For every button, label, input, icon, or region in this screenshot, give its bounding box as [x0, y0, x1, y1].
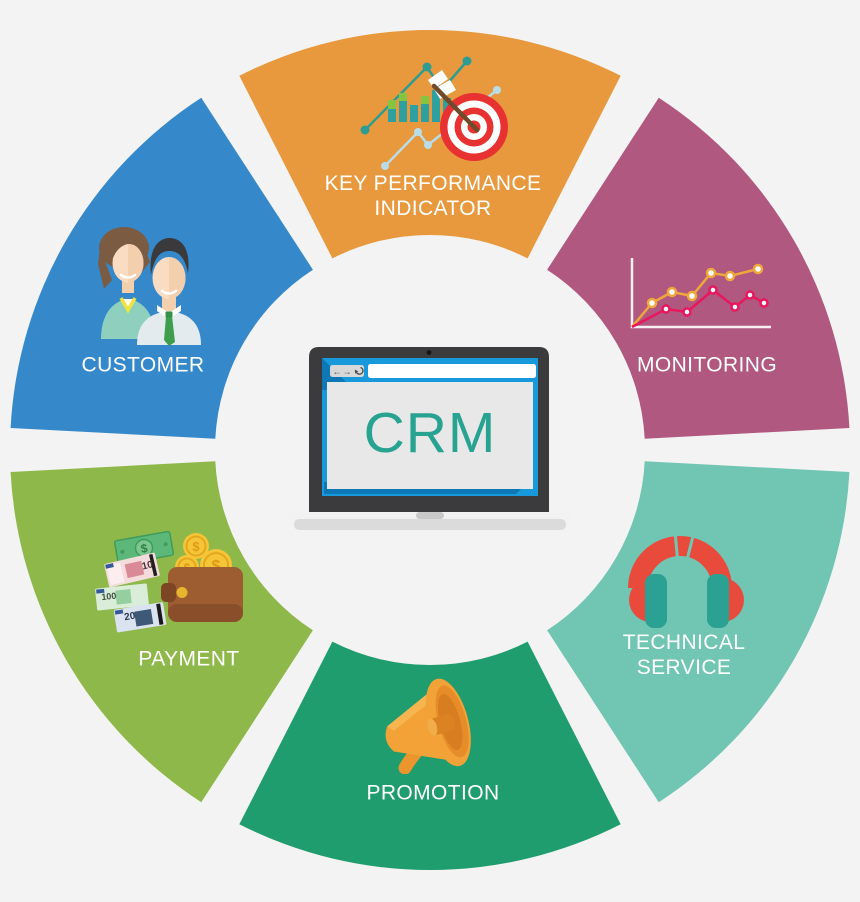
banknote-10: 10 — [104, 552, 160, 588]
segment-monitoring — [547, 97, 850, 439]
kpi-target-chart-icon — [360, 56, 508, 170]
label-monitoring: MONITORING — [636, 353, 778, 377]
headband — [628, 536, 732, 589]
megaphone-icon — [385, 678, 471, 774]
megaphone-body — [385, 678, 471, 767]
wallet-money-icon: $ 10 100 20 $ $ $ — [95, 530, 243, 633]
webcam-icon — [426, 350, 432, 355]
man-figure — [137, 238, 201, 346]
refresh-icon — [354, 366, 364, 375]
svg-text:20: 20 — [124, 611, 137, 624]
segment-technical-service — [547, 461, 850, 803]
customer-people-icon — [98, 227, 201, 346]
svg-text:100: 100 — [101, 591, 117, 603]
url-bar — [368, 364, 536, 378]
banknote-20: 20 — [113, 602, 167, 633]
browser-page — [327, 382, 533, 489]
pink-series-dots — [661, 285, 769, 317]
headphones-icon — [628, 532, 744, 628]
right-earpad — [707, 574, 729, 628]
crm-title: CRM — [364, 401, 497, 465]
segment-payment — [10, 461, 313, 803]
forward-icon: → — [343, 367, 352, 377]
woman-figure — [98, 227, 155, 339]
arrow-icon — [431, 83, 480, 133]
back-icon: ← — [333, 367, 342, 377]
monitoring-line-chart-icon — [630, 258, 771, 329]
label-payment: PAYMENT — [138, 647, 240, 671]
label-customer: CUSTOMER — [81, 353, 205, 377]
laptop-illustration: ← → CRM — [287, 347, 573, 530]
svg-text:$: $ — [192, 539, 200, 554]
svg-text:10: 10 — [141, 559, 155, 572]
svg-text:$: $ — [212, 558, 221, 575]
svg-text:$: $ — [140, 541, 149, 556]
orange-series-dots — [646, 263, 764, 309]
laptop-base-notch — [416, 512, 444, 519]
browser-nav-buttons — [330, 365, 364, 377]
label-promotion: PROMOTION — [366, 781, 500, 805]
dollar-bill: $ — [113, 530, 175, 566]
growth-lines — [360, 56, 501, 170]
banknote-100: 100 — [95, 583, 149, 611]
left-earpad — [645, 574, 667, 628]
target-icon — [428, 70, 508, 161]
wallet — [161, 567, 243, 622]
